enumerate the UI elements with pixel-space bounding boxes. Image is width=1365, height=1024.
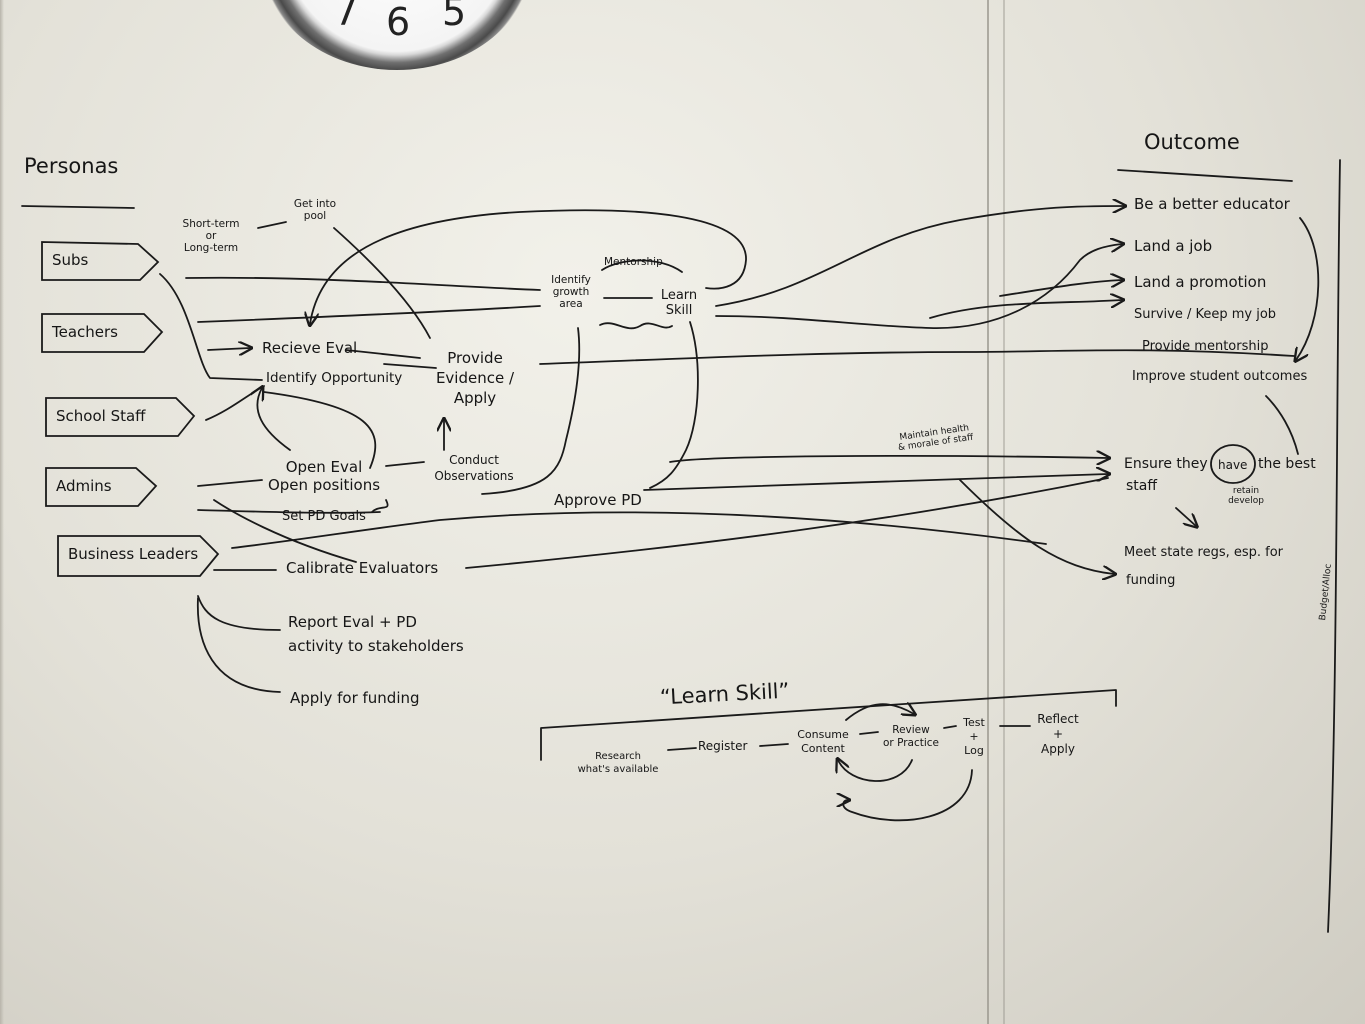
whats-available-text: what's available (577, 764, 659, 775)
persona-school-staff: School Staff (44, 396, 196, 437)
clock-number-7: 7 (334, 0, 359, 34)
identify-opportunity-label: Identify Opportunity (266, 370, 403, 386)
content-text: Content (801, 742, 845, 755)
log-text: Log (964, 744, 984, 757)
outcome-better-educator: Be a better educator (1134, 195, 1290, 213)
research-text: Research (595, 751, 641, 762)
approve-pd-label: Approve PD (554, 491, 642, 509)
short-term-label: Short-term or Long-term (166, 218, 256, 254)
outcome-heading: Outcome (1144, 130, 1240, 154)
ensure-have: have (1218, 458, 1248, 472)
persona-shape (45, 467, 158, 507)
mentorship-label: Mentorship (604, 256, 663, 268)
reflect-text: Reflect (1037, 712, 1079, 726)
clock-number-6: 6 (386, 0, 411, 44)
pool-text: pool (303, 210, 327, 222)
ensure-line1a: Ensure they (1124, 456, 1208, 472)
board-seam-right (1003, 0, 1005, 1024)
step-research: Research what's available (570, 750, 666, 776)
board-seam-left (987, 0, 989, 1024)
area-text: area (559, 298, 583, 310)
step-reflect-apply: Reflect + Apply (1030, 712, 1086, 757)
apply-funding-label: Apply for funding (290, 689, 420, 707)
meet-state-regs: Meet state regs, esp. for (1124, 545, 1284, 560)
apply2-text: Apply (1041, 742, 1075, 756)
ensure-line1b: the best (1258, 456, 1316, 472)
outcome-land-promotion: Land a promotion (1134, 273, 1267, 291)
or-text: or (205, 230, 217, 242)
or-practice-text: or Practice (882, 737, 940, 749)
evidence-text: Evidence / (435, 369, 515, 387)
develop-text: develop (1228, 496, 1264, 506)
funding-label: funding (1126, 573, 1176, 588)
persona-shape (41, 241, 160, 281)
persona-shape (41, 313, 164, 353)
clock-number-5: 5 (442, 0, 467, 34)
step-register: Register (698, 739, 748, 753)
observations-text: Observations (434, 469, 514, 483)
report-eval-label: Report Eval + PD activity to stakeholder… (288, 610, 464, 658)
persona-label: Business Leaders (68, 545, 199, 563)
activity-stakeholders-text: activity to stakeholders (288, 637, 464, 655)
persona-business-leaders: Business Leaders (56, 534, 220, 577)
persona-subs: Subs (40, 240, 160, 281)
get-into-pool-label: Get into pool (280, 198, 350, 222)
open-positions-text: Open positions (267, 476, 381, 494)
long-term-text: Long-term (183, 242, 239, 254)
provide-text: Provide (447, 349, 503, 367)
step-test-log: Test + Log (954, 716, 994, 758)
open-eval-text: Open Eval (285, 458, 363, 476)
consume-text: Consume (797, 728, 849, 741)
identify-text: Identify (551, 274, 591, 286)
personas-heading: Personas (24, 154, 119, 178)
conduct-text: Conduct (449, 453, 499, 467)
open-eval-positions: Open Eval Open positions (264, 458, 384, 494)
conduct-observations: Conduct Observations (430, 452, 518, 484)
ensure-line2: staff (1126, 478, 1158, 494)
persona-label: Subs (52, 251, 89, 269)
report-eval-text: Report Eval + PD (288, 613, 417, 631)
retain-develop: retain develop (1208, 486, 1284, 506)
review-text: Review (892, 724, 930, 736)
apply-text: Apply (453, 389, 497, 407)
outcome-survive: Survive / Keep my job (1134, 307, 1277, 322)
skill-text: Skill (665, 303, 693, 318)
step-review-practice: Review or Practice (878, 724, 944, 750)
receive-eval-label: Recieve Eval (262, 339, 358, 357)
persona-shape (57, 535, 220, 577)
persona-label: Teachers (52, 323, 118, 341)
calibrate-evaluators-label: Calibrate Evaluators (286, 559, 439, 577)
outcome-mentorship: Provide mentorship (1142, 339, 1269, 354)
persona-teachers: Teachers (40, 312, 164, 353)
persona-admins: Admins (44, 466, 158, 507)
short-term-text: Short-term (182, 218, 240, 230)
step-consume-content: Consume Content (790, 728, 856, 756)
retain-text: retain (1232, 486, 1260, 496)
persona-label: School Staff (56, 407, 146, 425)
plus-text: + (969, 730, 979, 743)
test-text: Test (963, 716, 985, 729)
persona-shape (45, 397, 196, 437)
learn-text: Learn (660, 288, 698, 303)
plus2-text: + (1052, 727, 1064, 741)
learn-skill-heading: “Learn Skill” (659, 678, 790, 710)
set-pd-goals-label: Set PD Goals (282, 509, 366, 524)
board-edge (0, 0, 4, 1024)
identify-growth-area: Identify growth area (538, 274, 604, 310)
outcome-student-outcomes: Improve student outcomes (1132, 369, 1308, 384)
growth-text: growth (552, 286, 590, 298)
outcome-land-job: Land a job (1134, 237, 1213, 255)
provide-evidence-apply: Provide Evidence / Apply (432, 348, 518, 408)
learn-skill-node: Learn Skill (654, 288, 704, 318)
persona-label: Admins (56, 477, 112, 495)
get-into-text: Get into (293, 198, 337, 210)
